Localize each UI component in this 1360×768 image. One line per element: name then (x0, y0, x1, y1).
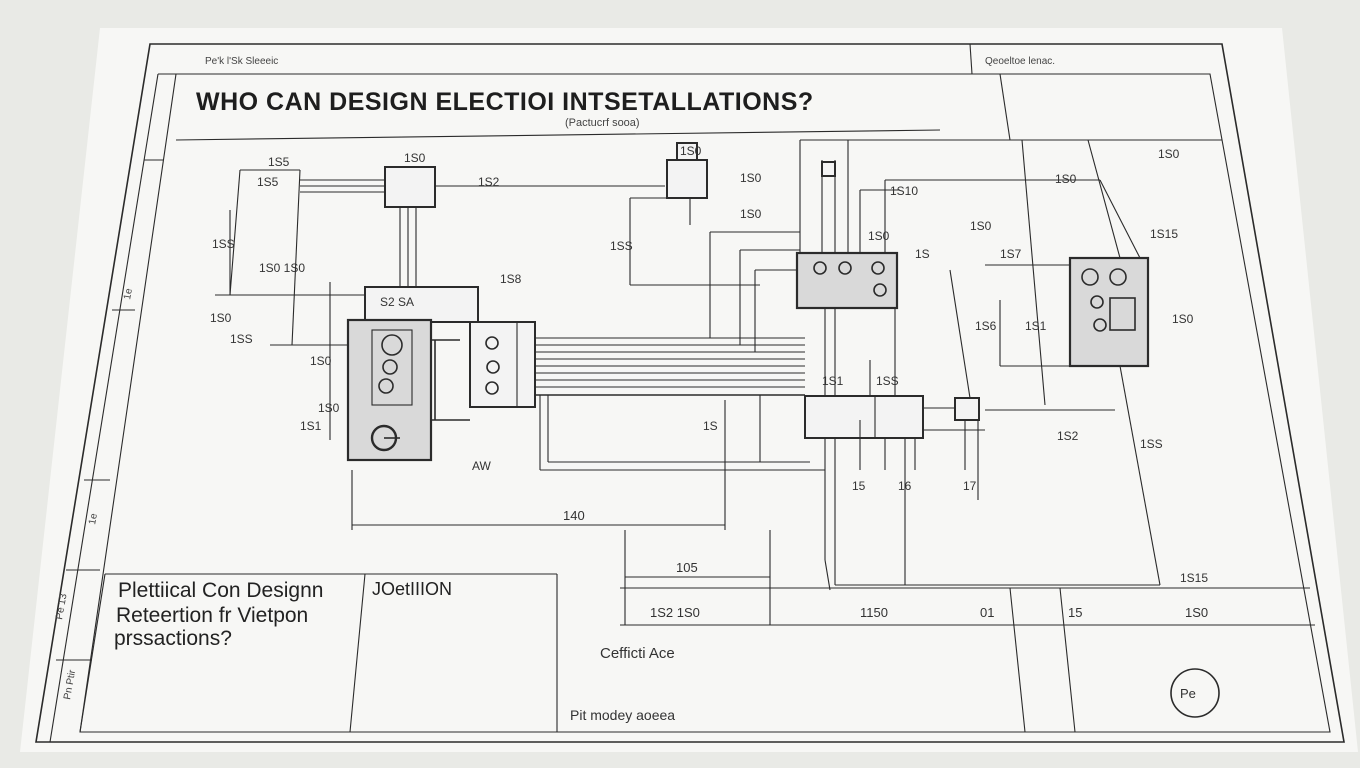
component-header-box (364, 286, 479, 323)
dim-label-aw: AW (472, 459, 492, 473)
tb-job-label: JOetIIION (372, 579, 452, 599)
dim-label: 1SS (212, 237, 235, 251)
header-right-text: Qeoeltoe lenac. (985, 56, 1055, 67)
dim-label: 1S0 (310, 354, 332, 368)
dim-label: 1S0 (210, 311, 232, 325)
dim-label: 1S0 (318, 401, 340, 415)
dim-label: 1S0 (868, 229, 890, 243)
dim-label-15b: 15 (852, 479, 866, 493)
dim-label: 1S (915, 247, 930, 261)
component-contactor (804, 395, 924, 439)
dim-label-1s2b: 1S2 (1057, 429, 1079, 443)
sheet-title: WHO CAN DESIGN ELECTIOI INTSETALLATIONS? (196, 88, 814, 116)
terminal-strip (469, 321, 536, 408)
stamp-circle (1170, 668, 1220, 718)
dim-label: 1S7 (1000, 247, 1022, 261)
dim-label: 1S6 (975, 319, 997, 333)
dim-label: 1S0 (1055, 172, 1077, 186)
side-label-b: Pn Ptir (62, 668, 78, 700)
dim-label-17: 17 (963, 479, 977, 493)
dim-label: 1S1 (1025, 319, 1047, 333)
component-box-top-center (666, 159, 708, 199)
dim-label: 1S0 (680, 144, 702, 158)
dim-label-1s: 1S (703, 419, 718, 433)
side-label-c: 1e (87, 512, 100, 525)
stamp-text: Pe (1180, 686, 1196, 701)
dim-label-1150: 1150 (860, 605, 888, 620)
dim-label: 1S0 (970, 219, 992, 233)
dim-label-140: 140 (563, 508, 585, 523)
header-left-text: Pe'k l'Sk Sleeeic (205, 56, 278, 67)
dim-label: 1SS (610, 239, 633, 253)
tb-desc-line2: Reteertion fr Vietpon (116, 604, 308, 627)
component-center-block (795, 251, 899, 310)
outer-frame (35, 43, 1345, 743)
dim-label-01: 01 (980, 605, 994, 620)
dim-label-105: 105 (676, 560, 698, 575)
dim-label: 1S0 (1172, 312, 1194, 326)
dim-label: 1S5 (268, 155, 290, 169)
component-box-top-left (384, 166, 436, 208)
tb-cert-label: Cefficti Ace (600, 645, 675, 662)
dim-label: 1S10 (890, 184, 918, 198)
tb-desc-line3: prssactions? (114, 627, 232, 650)
dim-label-1sa: 1SS (876, 374, 899, 388)
tb-desc-line1: Plettiical Con Designn (118, 579, 323, 602)
dim-label: 1S0 (740, 207, 762, 221)
dim-label-16: 16 (898, 479, 912, 493)
terminal-circle-1 (381, 334, 403, 356)
dim-label: 1S0 1S0 (259, 261, 305, 275)
tb-footer: Pit modey aoeea (570, 707, 675, 723)
dim-label-1s5b: 1S15 (1180, 571, 1208, 585)
dim-label: 1S5 (257, 175, 279, 189)
dim-label: 1SS (230, 332, 253, 346)
dim-label: 1S8 (500, 272, 522, 286)
sheet-subtitle: (Pactucrf sooa) (565, 117, 640, 129)
paper (20, 28, 1358, 752)
dim-label: 1S15 (1150, 227, 1178, 241)
box-label: S2 SA (380, 295, 414, 309)
terminal-circle-2 (382, 359, 398, 375)
dim-label-1s1: 1S1 (822, 374, 844, 388)
dim-label-1s0b: 1S0 (1185, 605, 1208, 620)
dim-label-15: 15 (1068, 605, 1082, 620)
dim-label-1s2: 1S2 1S0 (650, 605, 700, 620)
side-label-d: 1e (122, 287, 135, 300)
dim-label: 1S0 (740, 171, 762, 185)
dim-label: 1S0 (1158, 147, 1180, 161)
dim-label: 1S0 (404, 151, 426, 165)
dimension-labels: 1S5 1S5 1S0 1S2 1SS 1S0 1S0 1S8 1S0 1SS … (210, 144, 1208, 620)
dim-label-1ss: 1SS (1140, 437, 1163, 451)
component-motor-block (346, 318, 433, 462)
dim-label: 1S1 (300, 419, 322, 433)
dim-label: 1S2 (478, 175, 500, 189)
side-label-a: Pe 13 (54, 592, 69, 620)
terminal-circle-3 (378, 378, 394, 394)
